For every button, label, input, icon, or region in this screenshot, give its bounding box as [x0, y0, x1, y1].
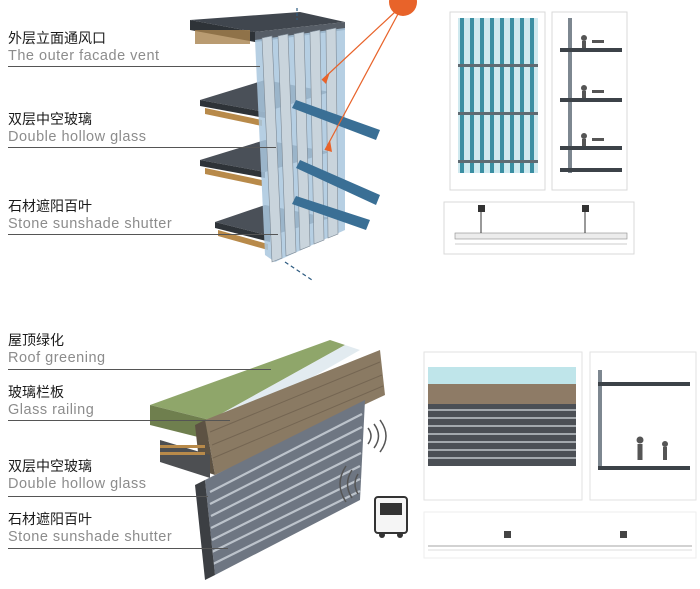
plan-panel-2 [423, 511, 697, 559]
leader-line [8, 496, 208, 497]
label-roof-greening: 屋顶绿化 Roof greening [8, 333, 106, 367]
label-stone-sunshade-shutter-2: 石材遮阳百叶 Stone sunshade shutter [8, 512, 172, 546]
leader-line [8, 369, 271, 370]
label-outer-facade-vent: 外层立面通风口 The outer facade vent [8, 31, 160, 65]
label-en: Roof greening [8, 350, 106, 366]
label-zh: 石材遮阳百叶 [8, 199, 92, 215]
label-stone-sunshade-shutter: 石材遮阳百叶 Stone sunshade shutter [8, 199, 172, 233]
roof-greening [150, 340, 345, 420]
wood-planter [205, 350, 385, 475]
leader-line [8, 420, 230, 421]
label-en: Stone sunshade shutter [8, 216, 173, 232]
leader-line [8, 234, 278, 235]
leader-line [8, 66, 260, 67]
sun-icon [389, 0, 417, 16]
label-en: Stone sunshade shutter [8, 529, 173, 545]
label-en: Double hollow glass [8, 476, 147, 492]
label-zh: 石材遮阳百叶 [8, 512, 92, 528]
label-glass-railing: 玻璃栏板 Glass railing [8, 385, 94, 419]
roof-slab [190, 12, 345, 32]
plan-panel [443, 201, 635, 255]
label-double-hollow-glass-2: 双层中空玻璃 Double hollow glass [8, 459, 146, 493]
stone-louver-fins [261, 27, 339, 263]
label-en: Glass railing [8, 402, 95, 418]
label-zh: 双层中空玻璃 [8, 459, 92, 475]
vehicle-icon [374, 496, 408, 538]
label-zh: 屋顶绿化 [8, 333, 64, 349]
label-en: Double hollow glass [8, 129, 147, 145]
section-panel-2 [589, 351, 697, 501]
label-double-hollow-glass: 双层中空玻璃 Double hollow glass [8, 112, 146, 146]
leader-line [8, 548, 228, 549]
label-zh: 双层中空玻璃 [8, 112, 92, 128]
label-en: The outer facade vent [8, 48, 160, 64]
label-zh: 玻璃栏板 [8, 385, 64, 401]
stone-louver-facade [205, 400, 365, 575]
leader-line [8, 147, 276, 148]
label-zh: 外层立面通风口 [8, 31, 106, 47]
